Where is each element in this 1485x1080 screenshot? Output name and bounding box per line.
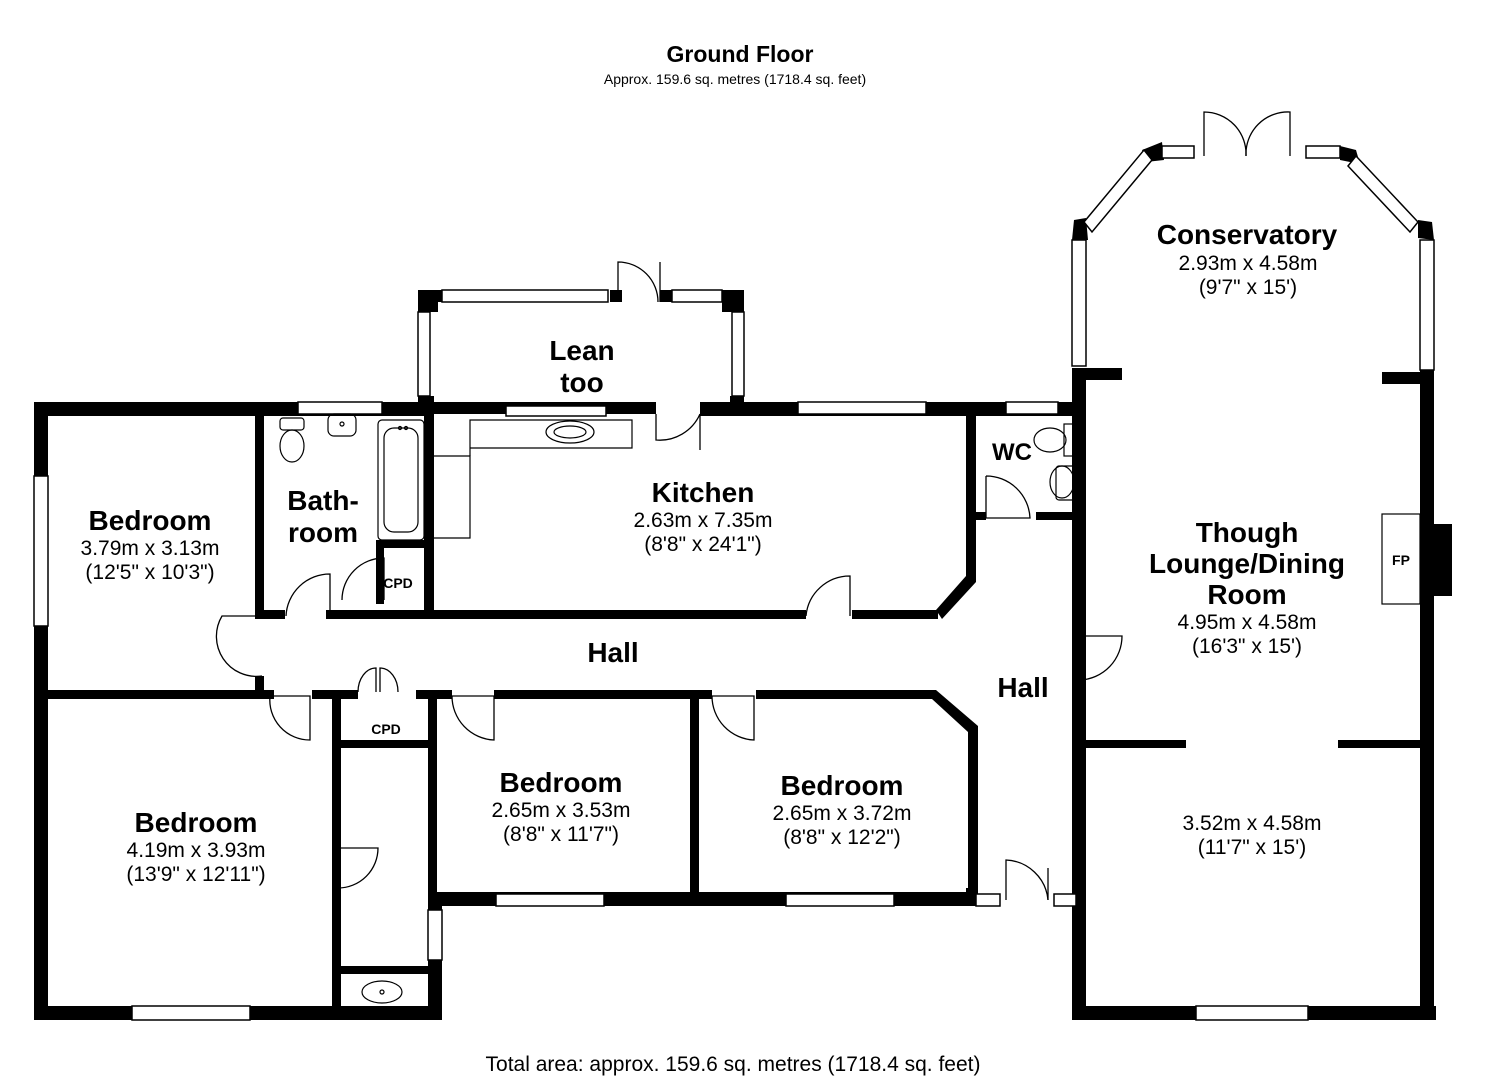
bedroom-mid-dim-m: 2.65m x 3.53m xyxy=(492,799,631,822)
interior-walls xyxy=(40,406,1424,1008)
toilet-icon xyxy=(279,429,305,463)
wc-basin-icon xyxy=(1049,465,1075,499)
basin-icon xyxy=(327,413,357,437)
windows xyxy=(33,145,1435,1021)
bedroom-mid-name: Bedroom xyxy=(500,767,623,798)
bedroom-mid-dim-ft: (8'8" x 11'7") xyxy=(503,823,619,846)
bedroom-sw-name: Bedroom xyxy=(135,807,258,838)
kitchen-worktop xyxy=(434,455,471,539)
wc-name: WC xyxy=(992,439,1032,466)
bathroom-line2: room xyxy=(288,517,358,548)
fireplace-name: FP xyxy=(1392,552,1410,568)
plan-subtitle: Approx. 159.6 sq. metres (1718.4 sq. fee… xyxy=(604,71,866,87)
total-area: Total area: approx. 159.6 sq. metres (17… xyxy=(486,1053,981,1076)
conservatory-dim-ft: (9'7" x 15') xyxy=(1199,276,1297,299)
bedroom-east-dim-ft: (8'8" x 12'2") xyxy=(783,826,900,849)
bedroom-nw-dim-ft: (12'5" x 10'3") xyxy=(85,561,214,584)
bedroom-sw-dim-m: 4.19m x 3.93m xyxy=(127,839,266,862)
sink-icon xyxy=(545,420,595,444)
ensuite-basin-icon xyxy=(361,980,403,1004)
conservatory-dim-m: 2.93m x 4.58m xyxy=(1179,252,1318,275)
dining-dim-ft: (11'7" x 15') xyxy=(1198,836,1306,859)
bath-icon xyxy=(377,419,425,541)
bedroom-east-name: Bedroom xyxy=(781,770,904,801)
bathroom-line1: Bath- xyxy=(287,485,359,516)
bedroom-sw-dim-ft: (13'9" x 12'11") xyxy=(126,863,265,886)
wc-toilet-icon xyxy=(1033,427,1067,453)
kitchen-name: Kitchen xyxy=(652,477,755,508)
bedroom-nw-name: Bedroom xyxy=(89,505,212,536)
lean-too-line1: Lean xyxy=(549,335,614,366)
kitchen-dim-ft: (8'8" x 24'1") xyxy=(644,533,761,556)
hall-side-name: Hall xyxy=(997,672,1048,703)
doors xyxy=(215,111,1291,901)
lounge-dim-m: 4.95m x 4.58m xyxy=(1178,611,1317,634)
room-labels: Conservatory 2.93m x 4.58m (9'7" x 15') … xyxy=(81,219,1410,886)
conservatory-name: Conservatory xyxy=(1157,219,1338,250)
bedroom-nw-dim-m: 3.79m x 3.13m xyxy=(81,537,220,560)
lounge-line2: Lounge/Dining xyxy=(1149,548,1345,579)
lounge-line3: Room xyxy=(1207,579,1286,610)
cpd-bath-name: CPD xyxy=(383,575,413,591)
kitchen-dim-m: 2.63m x 7.35m xyxy=(634,509,773,532)
bedroom-east-dim-m: 2.65m x 3.72m xyxy=(773,802,912,825)
lean-too-line2: too xyxy=(560,367,604,398)
cpd-hall-name: CPD xyxy=(371,721,401,737)
lounge-dim-ft: (16'3" x 15') xyxy=(1192,635,1302,658)
dining-dim-m: 3.52m x 4.58m xyxy=(1183,812,1322,835)
fireplace-icon xyxy=(1381,513,1421,605)
plan-title: Ground Floor xyxy=(667,41,814,67)
fixtures xyxy=(279,413,1421,1004)
hall-main-name: Hall xyxy=(587,637,638,668)
lounge-line1: Though xyxy=(1196,517,1299,548)
